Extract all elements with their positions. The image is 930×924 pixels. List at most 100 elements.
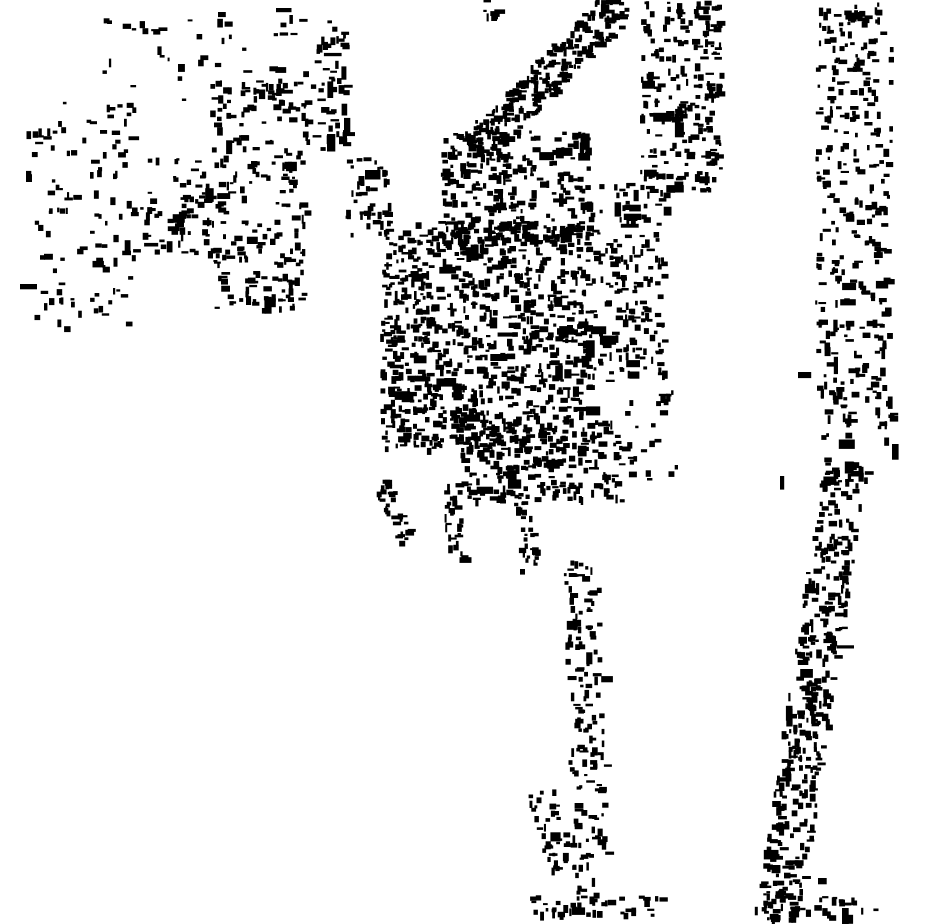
building: [778, 816, 787, 820]
building: [797, 710, 805, 715]
building: [879, 160, 884, 164]
building: [510, 289, 518, 293]
building: [518, 497, 522, 500]
building: [582, 576, 591, 582]
building: [500, 441, 507, 447]
building: [835, 470, 840, 477]
building: [442, 328, 448, 334]
building: [402, 230, 412, 237]
building: [571, 748, 575, 757]
building: [656, 173, 664, 180]
building: [40, 255, 46, 260]
building: [820, 618, 826, 622]
building: [592, 909, 596, 918]
building: [589, 896, 595, 905]
building: [854, 350, 857, 358]
building: [623, 192, 628, 197]
building: [644, 898, 650, 907]
building: [833, 545, 838, 550]
building: [438, 413, 444, 419]
building: [853, 465, 862, 468]
building: [437, 232, 446, 239]
building: [813, 812, 818, 819]
building: [678, 41, 684, 47]
building: [549, 313, 556, 318]
building: [545, 451, 549, 456]
building: [815, 678, 822, 684]
building: [592, 815, 597, 819]
building: [885, 307, 892, 317]
building: [488, 174, 497, 181]
building: [663, 192, 671, 199]
building: [479, 390, 483, 398]
building: [446, 226, 449, 233]
building: [252, 299, 257, 305]
building: [798, 636, 807, 644]
building: [457, 220, 465, 225]
building: [416, 375, 425, 382]
building: [837, 390, 843, 400]
building: [848, 914, 854, 924]
building: [130, 85, 137, 88]
building: [784, 821, 790, 826]
building: [841, 565, 850, 570]
building: [420, 319, 425, 324]
building: [829, 109, 833, 118]
building: [567, 325, 573, 333]
building: [577, 50, 583, 57]
building: [625, 200, 630, 205]
building: [458, 417, 467, 424]
building: [614, 202, 622, 217]
building: [280, 299, 286, 302]
building: [199, 195, 206, 199]
building: [284, 257, 287, 265]
building: [494, 9, 506, 14]
building: [444, 490, 451, 495]
building: [150, 198, 158, 204]
building: [877, 335, 884, 341]
building: [65, 207, 68, 214]
building: [646, 1, 650, 10]
building: [709, 89, 714, 99]
building: [662, 339, 669, 343]
building: [823, 620, 827, 628]
building: [243, 70, 253, 73]
building: [96, 257, 104, 264]
building: [810, 824, 815, 832]
building: [504, 117, 511, 122]
building: [221, 278, 228, 285]
building: [426, 372, 435, 377]
building: [463, 173, 471, 179]
building: [189, 248, 196, 253]
building: [785, 781, 790, 787]
building: [840, 299, 856, 306]
building: [486, 266, 493, 274]
building: [357, 181, 360, 190]
building: [531, 807, 537, 812]
building: [853, 535, 859, 541]
building: [825, 724, 833, 731]
building: [684, 58, 691, 62]
building: [789, 874, 797, 878]
building: [589, 334, 593, 339]
building: [597, 828, 603, 837]
building: [300, 160, 306, 165]
building: [526, 266, 529, 276]
building: [559, 459, 564, 466]
building: [846, 494, 853, 500]
building: [776, 855, 783, 860]
building: [495, 439, 504, 444]
building: [686, 153, 696, 160]
building: [421, 273, 427, 279]
building: [870, 132, 877, 136]
building: [467, 273, 473, 278]
building: [422, 338, 429, 342]
building: [545, 72, 550, 79]
building: [711, 95, 714, 103]
building: [623, 912, 629, 920]
building: [472, 290, 478, 297]
building: [465, 190, 473, 194]
building: [532, 101, 537, 107]
building: [498, 207, 502, 214]
building: [531, 345, 537, 352]
